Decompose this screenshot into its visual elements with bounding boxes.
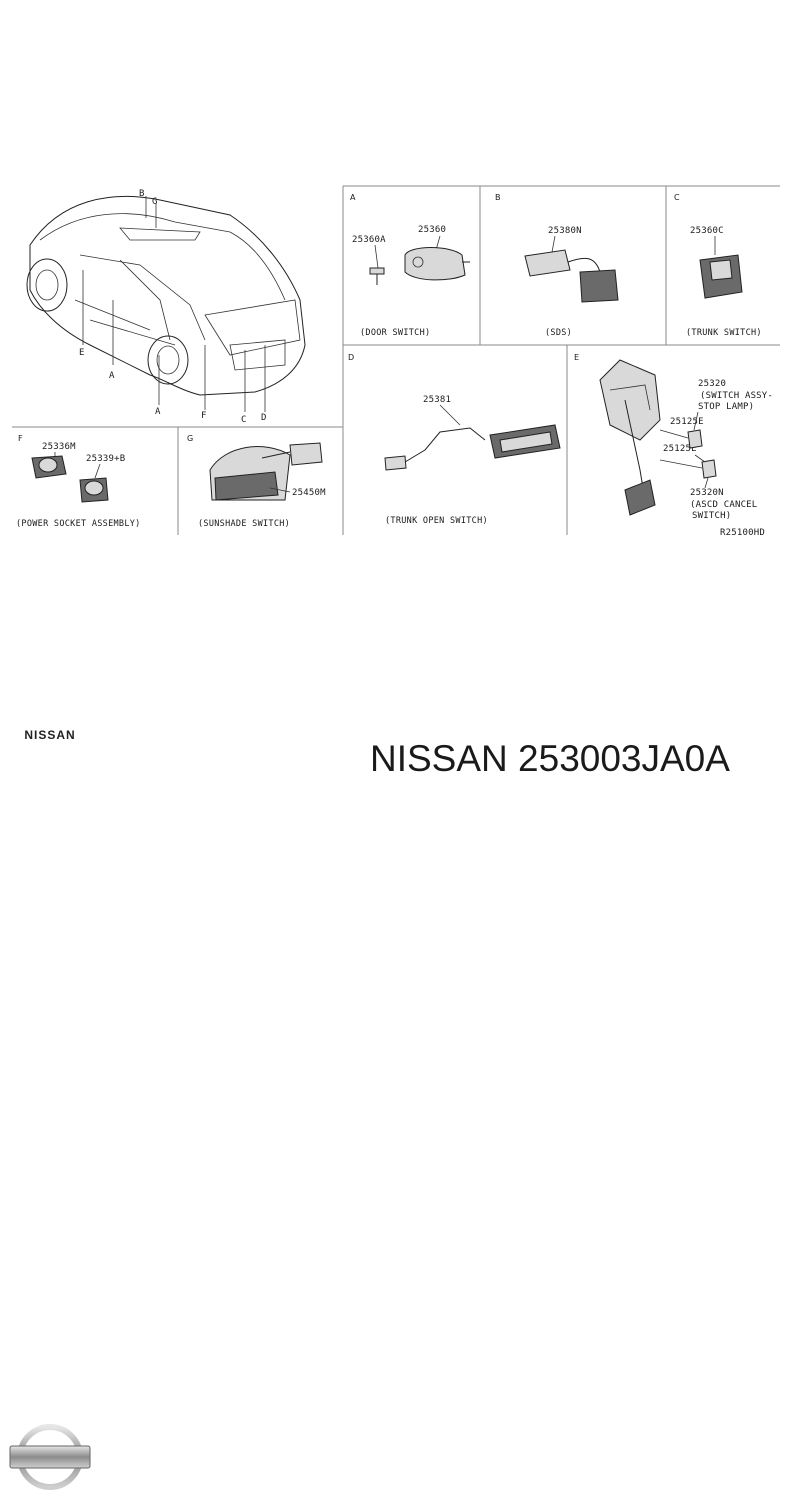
- vehicle-label-f: F: [201, 411, 207, 421]
- vehicle-label-e: E: [79, 348, 85, 358]
- section-caption: (DOOR SWITCH): [360, 328, 430, 338]
- panel-grid: [12, 185, 780, 535]
- part-number: 25360C: [690, 226, 724, 236]
- parts-diagram: B G E A A F C D A 25360A 25360 (DOOR SWI…: [12, 185, 780, 538]
- section-b-sds: B 25380N (SDS): [495, 193, 619, 338]
- part-number: 25450M: [292, 488, 326, 498]
- part-number: 25125E: [670, 417, 704, 427]
- vehicle-label-b: B: [139, 189, 145, 199]
- section-caption: (TRUNK OPEN SWITCH): [385, 516, 488, 526]
- vehicle-label-c: C: [241, 415, 247, 425]
- part-number: 25360: [418, 225, 446, 235]
- part-number: 25380N: [548, 226, 582, 236]
- section-caption: (SUNSHADE SWITCH): [198, 519, 290, 529]
- section-letter: E: [574, 353, 579, 362]
- section-a-door-switch: A 25360A 25360 (DOOR SWITCH): [350, 193, 470, 338]
- part-number: 25381: [423, 395, 451, 405]
- section-caption: (SDS): [545, 328, 572, 338]
- part-number-title: NISSAN 253003JA0A: [370, 738, 730, 779]
- section-e-stop-lamp-switch: E 25320 (SWITCH ASSY- STOP LAMP) 25125E …: [574, 353, 773, 538]
- section-c-trunk-switch: C 25360C (TRUNK SWITCH): [674, 193, 762, 338]
- vehicle-label-a: A: [109, 371, 115, 381]
- nissan-logo-icon: [9, 1424, 91, 1490]
- section-letter: C: [674, 193, 680, 202]
- part-number: 25320N: [690, 488, 724, 498]
- part-number: 25336M: [42, 442, 76, 452]
- section-caption: (TRUNK SWITCH): [686, 328, 762, 338]
- diagram-code: R25100HD: [720, 528, 765, 538]
- part-number: 25320: [698, 379, 726, 389]
- part-number: 25360A: [352, 235, 386, 245]
- section-letter: G: [187, 434, 193, 443]
- section-caption: (POWER SOCKET ASSEMBLY): [16, 519, 141, 529]
- section-d-trunk-open-switch: D 25381 (TRUNK OPEN SWITCH): [348, 353, 561, 526]
- section-g-sunshade-switch: G 25450M (SUNSHADE SWITCH): [187, 434, 326, 529]
- logo-wordmark: NISSAN: [24, 728, 76, 742]
- section-f-power-socket: F 25336M 25339+B (POWER SOCKET ASSEMBLY): [16, 434, 141, 529]
- vehicle-label-g: G: [152, 197, 158, 207]
- part-number: 25125E: [663, 444, 697, 454]
- section-letter: D: [348, 353, 354, 362]
- part-description: (SWITCH ASSY-: [700, 391, 773, 401]
- section-letter: B: [495, 193, 501, 202]
- footer: NISSAN NISSAN 253003JA0A: [0, 700, 800, 1490]
- vehicle-outline: [26, 195, 306, 396]
- part-description: STOP LAMP): [698, 402, 754, 412]
- part-description: (ASCD CANCEL: [690, 500, 757, 510]
- vehicle-label-a: A: [155, 407, 161, 417]
- section-letter: F: [18, 434, 23, 443]
- part-description: SWITCH): [692, 511, 731, 521]
- vehicle-label-d: D: [261, 413, 267, 423]
- part-number: 25339+B: [86, 454, 125, 464]
- section-letter: A: [350, 193, 356, 202]
- vehicle-leader-lines: [82, 196, 266, 412]
